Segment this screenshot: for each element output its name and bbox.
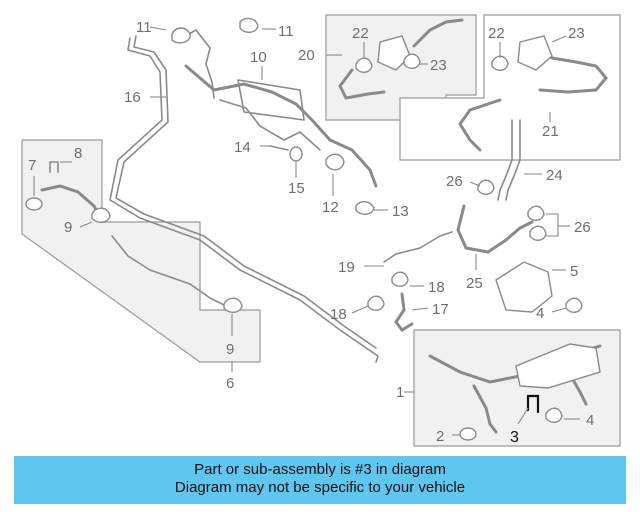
callout-12: 12 <box>322 199 339 216</box>
valve-body-21 <box>517 35 553 71</box>
leader-4a <box>551 307 567 313</box>
clamp-9-lower <box>223 297 243 313</box>
hose-assembly-1-lower <box>472 384 498 434</box>
hose-11 <box>177 29 215 99</box>
leader-23b <box>551 35 567 43</box>
callout-13: 13 <box>392 203 409 220</box>
callout-5: 5 <box>570 263 578 280</box>
leader-18b <box>351 305 369 314</box>
leader-9a <box>79 221 93 228</box>
callout-15: 15 <box>288 180 305 197</box>
banner-line-2: Diagram may not be specific to your vehi… <box>174 479 466 496</box>
hose-21-right <box>538 56 608 94</box>
callout-24: 24 <box>546 167 563 184</box>
callout-11-left: 11 <box>136 19 152 36</box>
callout-9-upper: 9 <box>64 219 72 236</box>
coolant-pipe-10 <box>184 64 378 188</box>
callout-10: 10 <box>250 49 267 66</box>
callout-18-upper: 18 <box>428 279 445 296</box>
clamp-11-right <box>239 17 259 33</box>
leader-11a <box>149 26 167 31</box>
callout-4-lower: 4 <box>586 412 594 429</box>
hose-1-body <box>515 343 601 389</box>
clamp-12 <box>325 153 345 171</box>
hose-21-left <box>458 98 502 152</box>
callout-8: 8 <box>74 145 82 162</box>
callout-16: 16 <box>124 89 141 106</box>
clip-8 <box>49 161 59 173</box>
clamp-22-mid <box>355 57 373 73</box>
parts-diagram: 11 11 10 16 14 15 12 13 8 7 9 9 6 20 22 … <box>21 14 621 447</box>
clamp-4-mid <box>565 297 583 313</box>
callout-23-right: 23 <box>568 25 585 42</box>
callout-26-right: 26 <box>574 219 591 236</box>
callout-6: 6 <box>226 375 234 392</box>
callout-22-right: 22 <box>488 25 505 42</box>
callout-18-lower: 18 <box>330 306 347 323</box>
clamp-26-upper <box>527 205 545 221</box>
hose-25 <box>456 204 534 254</box>
valve-body-20 <box>377 35 411 71</box>
gasket-15 <box>289 146 303 162</box>
clamp-18-upper <box>391 271 409 287</box>
coolant-pipe-16 <box>109 37 373 353</box>
clamp-18-lower <box>367 295 385 311</box>
clamp-23-mid <box>403 53 421 69</box>
callout-23-middle: 23 <box>430 57 447 74</box>
clamp-26-lower <box>529 225 547 241</box>
clamp-26-left <box>477 179 495 195</box>
callout-14: 14 <box>234 139 251 156</box>
callout-3: 3 <box>510 429 519 446</box>
leader-3 <box>517 407 529 425</box>
callout-7: 7 <box>28 157 36 174</box>
callout-25: 25 <box>466 275 483 292</box>
hose-lower-left <box>111 235 227 307</box>
callout-21: 21 <box>542 123 559 140</box>
callout-26-left: 26 <box>446 173 463 190</box>
o-ring-7 <box>25 197 43 211</box>
o-ring-2 <box>459 427 477 441</box>
clamp-11-left <box>171 27 191 44</box>
callout-2: 2 <box>436 428 444 445</box>
thermostat-housing-5 <box>495 261 553 313</box>
pipe-24 <box>497 119 513 201</box>
inset-box-top-right <box>399 14 621 161</box>
bolt-14 <box>269 145 289 151</box>
clip-3-highlighted <box>526 394 540 414</box>
callout-19: 19 <box>338 259 355 276</box>
coolant-pipe-16-inner <box>115 35 377 349</box>
leader-26a <box>469 181 481 187</box>
pipe-19 <box>383 231 453 263</box>
pipe-24-b <box>505 119 521 201</box>
coolant-pipe-10-lower <box>219 99 321 151</box>
leader-lines <box>33 26 580 436</box>
pipe-10-body <box>237 79 305 121</box>
clamp-22-right <box>491 55 509 71</box>
callout-17: 17 <box>432 301 449 318</box>
leader-26b <box>546 213 559 237</box>
banner-line-1: Part or sub-assembly is #3 in diagram <box>194 461 446 478</box>
callout-1: 1 <box>396 384 404 401</box>
clamp-13 <box>355 201 375 215</box>
hose-17 <box>394 292 414 332</box>
info-banner: Part or sub-assembly is #3 in diagram Di… <box>14 456 626 504</box>
callout-22-middle: 22 <box>352 25 369 42</box>
callout-4-middle: 4 <box>536 305 544 322</box>
hose-20 <box>338 68 386 100</box>
pipe-end-16 <box>371 351 379 363</box>
clamp-4-lower <box>545 407 563 423</box>
hose-20-upper <box>412 18 464 48</box>
leader-17 <box>411 307 429 311</box>
callout-9-lower: 9 <box>226 341 234 358</box>
clamp-9-upper <box>91 207 111 223</box>
callout-11-right: 11 <box>278 23 294 40</box>
callout-20: 20 <box>298 47 315 64</box>
